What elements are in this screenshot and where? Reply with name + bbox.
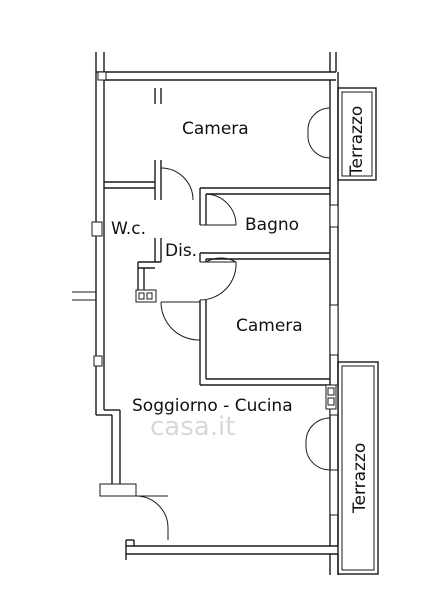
balconies	[337, 87, 379, 575]
room-label-wc: W.c.	[111, 219, 146, 239]
room-label-dis: Dis.	[165, 241, 197, 261]
room-label-soggiorno: Soggiorno - Cucina	[132, 396, 293, 416]
doors	[135, 107, 331, 540]
room-label-bagno: Bagno	[245, 215, 299, 235]
balcony-label-terrazzo-top: Terrazzo	[347, 106, 367, 177]
balcony-label-terrazzo-bottom: Terrazzo	[350, 443, 370, 514]
room-label-camera-mid: Camera	[236, 316, 303, 336]
watermark: casa.it	[150, 412, 235, 442]
room-label-camera-top: Camera	[182, 119, 249, 139]
